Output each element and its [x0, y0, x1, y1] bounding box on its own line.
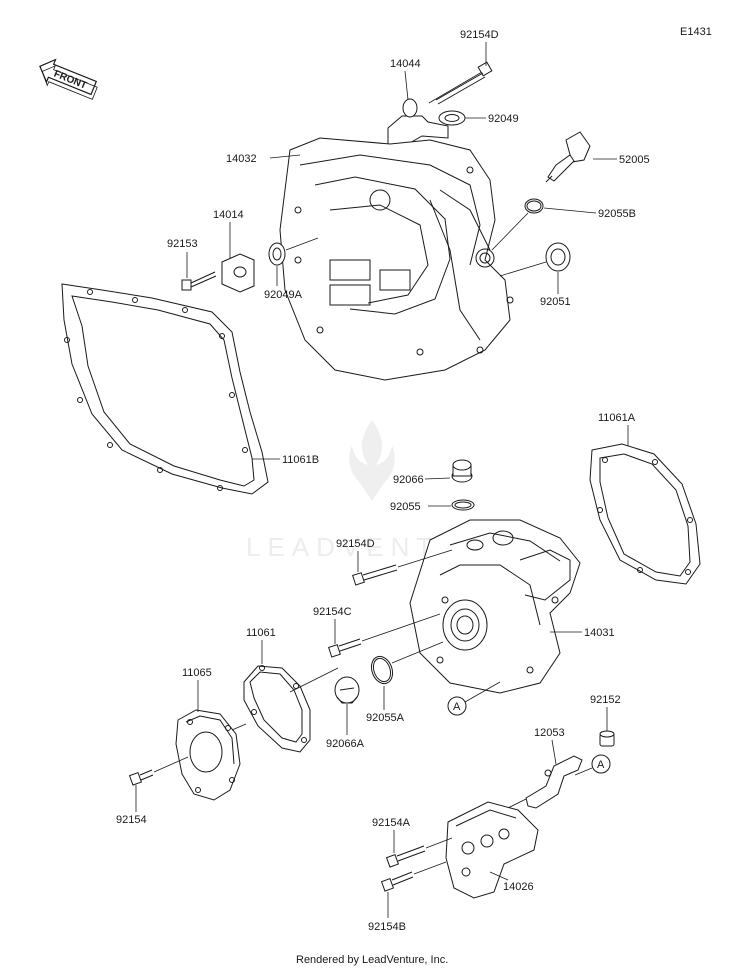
bolt-92154c — [328, 613, 441, 658]
arm-12053 — [525, 755, 583, 809]
bolt-92154 — [128, 756, 189, 786]
generator-cover-14031 — [409, 519, 581, 694]
label-92154c: 92154C — [313, 606, 352, 618]
label-92051: 92051 — [540, 296, 571, 308]
seal-92051 — [545, 242, 571, 272]
label-92055: 92055 — [390, 501, 421, 513]
collar-92152 — [599, 730, 615, 747]
label-14014: 14014 — [213, 209, 244, 221]
label-92055b: 92055B — [598, 208, 636, 220]
bolt-92154b — [380, 861, 447, 892]
label-11061b: 11061B — [282, 454, 319, 466]
bolt-92154d-top — [428, 61, 493, 105]
label-92049a: 92049A — [264, 289, 303, 301]
bracket-14044 — [387, 98, 449, 145]
dipstick-52005 — [545, 131, 591, 183]
label-14026: 14026 — [503, 881, 534, 893]
label-14044: 14044 — [390, 58, 421, 70]
marker-a-mid-label: A — [453, 701, 461, 713]
label-92055a: 92055A — [366, 712, 405, 724]
gasket-11061 — [243, 665, 311, 753]
marker-a-low-label: A — [597, 759, 605, 771]
label-14032: 14032 — [226, 153, 257, 165]
gasket-11061a — [589, 443, 701, 585]
label-11065: 11065 — [182, 667, 212, 679]
footer-credit: Rendered by LeadVenture, Inc. — [296, 954, 448, 966]
reference-marker-a-mid: A — [447, 681, 501, 716]
reference-marker-a-low: A — [574, 754, 611, 776]
label-92066a: 92066A — [326, 738, 365, 750]
label-92154a: 92154A — [372, 817, 411, 829]
crankcase-cover-14032 — [279, 137, 514, 381]
oring-92055a — [370, 655, 394, 685]
bolt-92153 — [181, 271, 217, 291]
oring-92055 — [451, 499, 475, 511]
label-92154d-top: 92154D — [460, 29, 499, 41]
gasket-11061b — [61, 283, 269, 495]
diagram-id: E1431 — [680, 26, 712, 38]
plug-92066 — [451, 459, 473, 483]
bolt-92154d-mid — [352, 549, 453, 586]
label-12053: 12053 — [534, 727, 565, 739]
oring-92055b — [524, 198, 544, 214]
plate-14014 — [221, 253, 255, 293]
label-92154d-mid: 92154D — [336, 538, 375, 550]
label-92154: 92154 — [116, 814, 147, 826]
label-92066: 92066 — [393, 474, 424, 486]
label-11061: 11061 — [246, 627, 276, 639]
label-92154b: 92154B — [368, 921, 406, 933]
label-92049: 92049 — [488, 113, 519, 125]
cover-11065 — [175, 709, 241, 801]
plug-92066a — [334, 676, 360, 704]
label-14031: 14031 — [584, 627, 615, 639]
label-92152: 92152 — [590, 694, 621, 706]
label-52005: 52005 — [619, 154, 650, 166]
label-92153: 92153 — [167, 238, 198, 250]
label-11061a: 11061A — [598, 412, 636, 424]
front-arrow-icon: FRONT — [39, 58, 98, 100]
guard-14026 — [445, 801, 539, 899]
seal-92049a — [268, 242, 286, 266]
bolt-92154a — [385, 837, 453, 868]
